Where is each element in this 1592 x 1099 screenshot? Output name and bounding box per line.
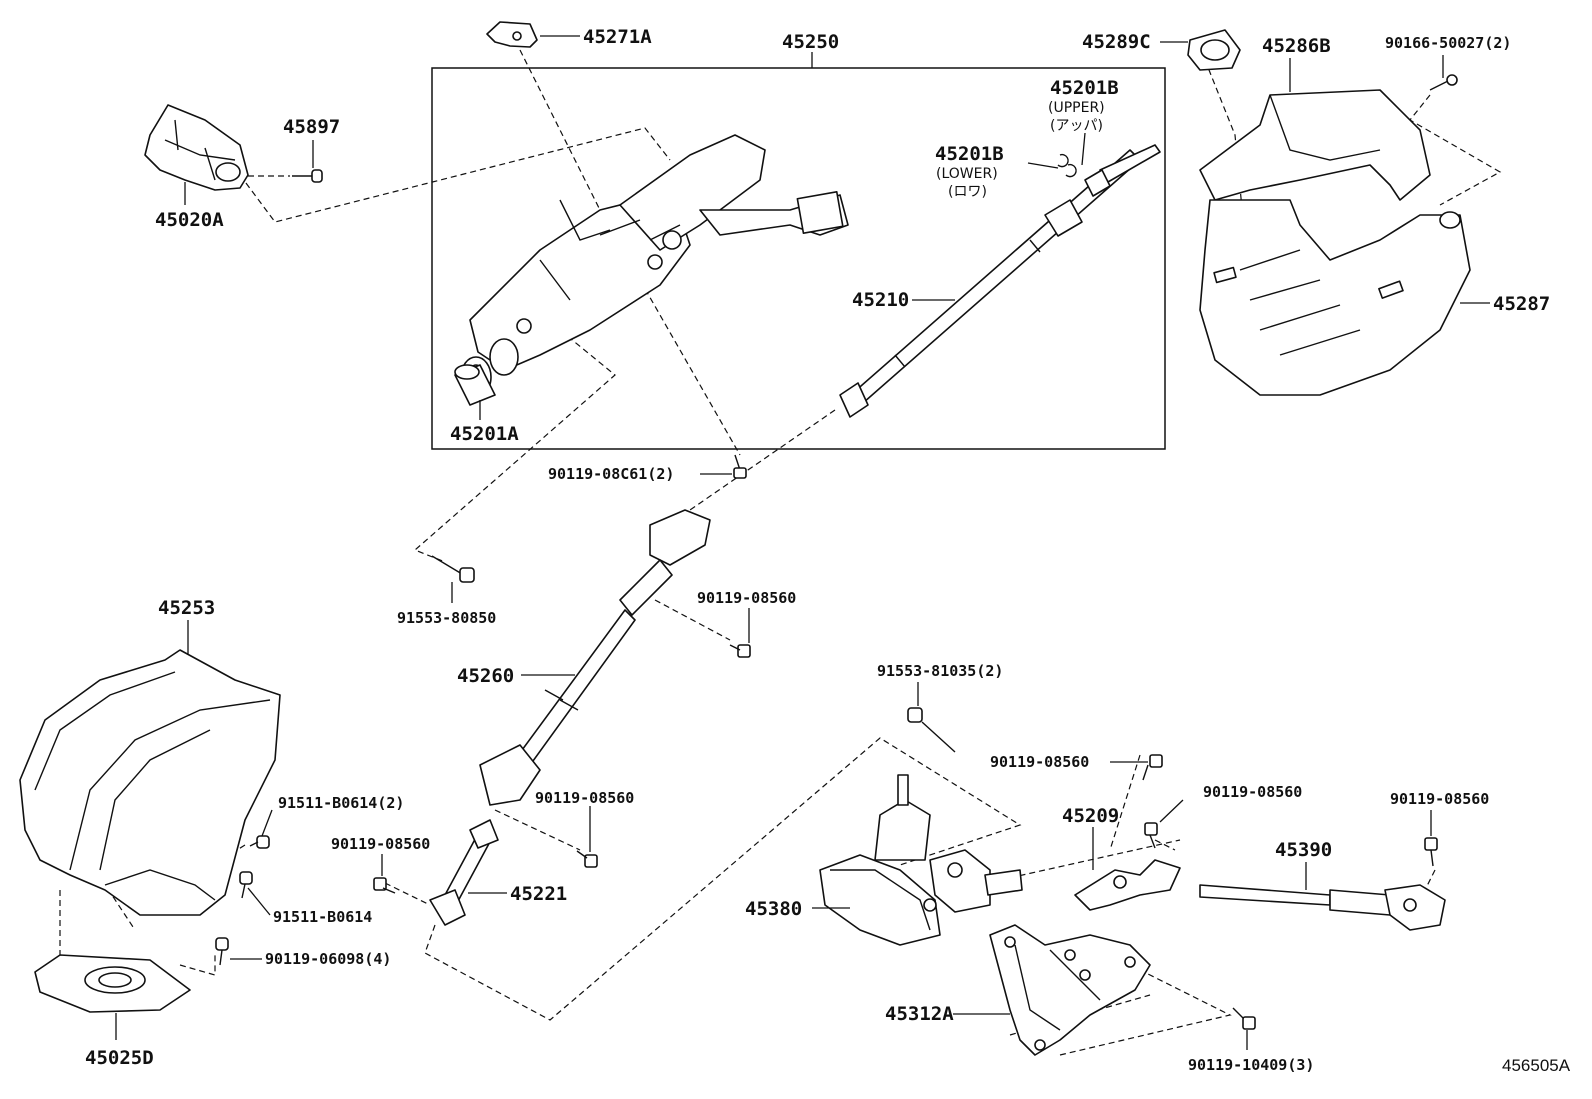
label-91511-B0614: 91511-B0614	[273, 908, 372, 926]
label-45201B-upper-note-jp: (アッパ)	[1050, 118, 1103, 134]
label-90119-10409: 90119-10409(3)	[1188, 1056, 1314, 1074]
part-steering-column-shape	[460, 134, 849, 398]
screws-91511-B0614-shapes	[215, 835, 270, 966]
label-90119-06098: 90119-06098(4)	[265, 950, 391, 968]
label-90119-08560-d: 90119-08560	[1390, 790, 1489, 808]
label-90119-08C61: 90119-08C61(2)	[548, 465, 674, 483]
label-90119-08560-b: 90119-08560	[990, 753, 1089, 771]
label-90119-08560-f: 90119-08560	[331, 835, 430, 853]
label-45209: 45209	[1062, 805, 1119, 827]
label-45286B: 45286B	[1262, 35, 1331, 57]
part-45210-shape	[839, 144, 1161, 418]
label-45271A: 45271A	[583, 26, 652, 48]
part-45221-shape	[429, 819, 499, 926]
part-45897-shape	[248, 169, 323, 183]
label-45380: 45380	[745, 898, 802, 920]
assembly-dashed-lines	[59, 49, 1502, 1056]
label-91511-B0614-2: 91511-B0614(2)	[278, 794, 404, 812]
label-45201B-lower-note-jp: (ロワ)	[948, 184, 987, 200]
assembly-45250-frame	[431, 67, 1166, 450]
part-45025D-shape	[34, 954, 191, 1013]
part-45201A-shape	[454, 364, 496, 406]
part-91553-81035-shape	[907, 707, 956, 753]
label-45221: 45221	[510, 883, 567, 905]
label-45253: 45253	[158, 597, 215, 619]
label-45201B-lower: 45201B	[935, 143, 1004, 165]
label-45201B-upper-note: (UPPER)	[1048, 100, 1105, 116]
part-45312A-shape	[989, 924, 1151, 1056]
part-45286B-45287-cover-shape	[1199, 89, 1471, 396]
part-45289C-shape	[1187, 29, 1241, 71]
part-45020A-shape	[144, 104, 249, 191]
bolts-90119-08560-shapes	[373, 644, 1438, 894]
part-45260-shape	[479, 509, 711, 806]
label-90119-08560-e: 90119-08560	[535, 789, 634, 807]
label-91553-81035: 91553-81035(2)	[877, 662, 1003, 680]
diagram-reference-code: 456505A	[1502, 1056, 1571, 1075]
part-45380-shape	[819, 774, 1023, 946]
label-45210: 45210	[852, 289, 909, 311]
label-90166-50027: 90166-50027(2)	[1385, 34, 1511, 52]
label-45897: 45897	[283, 116, 340, 138]
label-45390: 45390	[1275, 839, 1332, 861]
part-45209-shape	[1074, 859, 1181, 911]
label-45287: 45287	[1493, 293, 1550, 315]
label-45201B-upper: 45201B	[1050, 77, 1119, 99]
part-91553-80850-shape	[431, 555, 475, 583]
part-90166-50027-shape	[1429, 74, 1458, 91]
label-45201B-lower-note: (LOWER)	[936, 166, 998, 182]
label-45250: 45250	[782, 31, 839, 53]
label-45260: 45260	[457, 665, 514, 687]
part-90119-10409-shape	[1232, 1007, 1256, 1030]
label-45020A: 45020A	[155, 209, 224, 231]
part-45390-shape	[1199, 884, 1446, 931]
part-45253-shape	[19, 649, 281, 916]
label-90119-08560-a: 90119-08560	[697, 589, 796, 607]
label-45289C: 45289C	[1082, 31, 1151, 53]
label-90119-08560-c: 90119-08560	[1203, 783, 1302, 801]
part-45201B-shape	[1057, 153, 1077, 178]
part-90119-08C61-shape	[733, 454, 747, 479]
label-91553-80850: 91553-80850	[397, 609, 496, 627]
part-45271A-shape	[486, 21, 538, 48]
label-45025D: 45025D	[85, 1047, 154, 1069]
label-45201A: 45201A	[450, 423, 519, 445]
label-45312A: 45312A	[885, 1003, 954, 1025]
